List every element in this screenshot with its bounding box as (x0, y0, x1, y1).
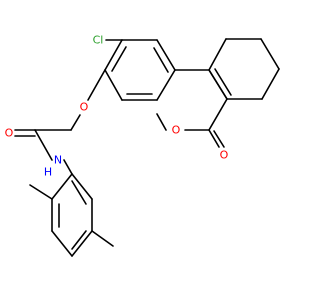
bond (70, 114, 81, 131)
bond (34, 129, 53, 161)
bond (71, 230, 93, 257)
bond-double (214, 68, 232, 96)
bond (208, 69, 228, 100)
bond (156, 113, 167, 131)
chloro-benzene-ring (87, 39, 176, 101)
bond (104, 69, 123, 101)
ring-oxygen-atom: O (172, 124, 181, 137)
bond (261, 68, 280, 100)
bond (208, 38, 227, 71)
cyclohexene-ring (208, 38, 280, 100)
bond (208, 98, 228, 131)
bond (156, 39, 176, 71)
amide-nitrogen-atom: N (54, 154, 62, 167)
lactone-carbonyl-oxygen-atom: O (220, 149, 229, 162)
bond-double (71, 230, 87, 250)
dimethylphenyl-ring (29, 173, 114, 257)
bond (63, 159, 73, 175)
bond (104, 39, 123, 71)
bond (260, 38, 280, 70)
bond-double (111, 46, 127, 72)
bond (156, 69, 176, 101)
bond (51, 230, 73, 257)
bond (87, 69, 106, 101)
bond-double (71, 180, 87, 205)
methyl-bond (91, 230, 114, 247)
ether-oxygen-atom: O (80, 101, 89, 114)
amide-carbonyl-oxygen-atom: O (5, 127, 14, 140)
bond (71, 173, 93, 200)
amide-hydrogen-atom: H (44, 166, 52, 179)
bond (208, 129, 220, 148)
methyl-bond (29, 184, 53, 200)
pyranone-ring (156, 69, 228, 148)
bond-double (153, 47, 169, 73)
bond-double (213, 130, 225, 148)
molecule-structure: Cl O O O O N H (5, 34, 280, 257)
acetamide-linker (14, 114, 81, 175)
chlorine-atom: Cl (93, 34, 104, 47)
bond (51, 173, 73, 200)
